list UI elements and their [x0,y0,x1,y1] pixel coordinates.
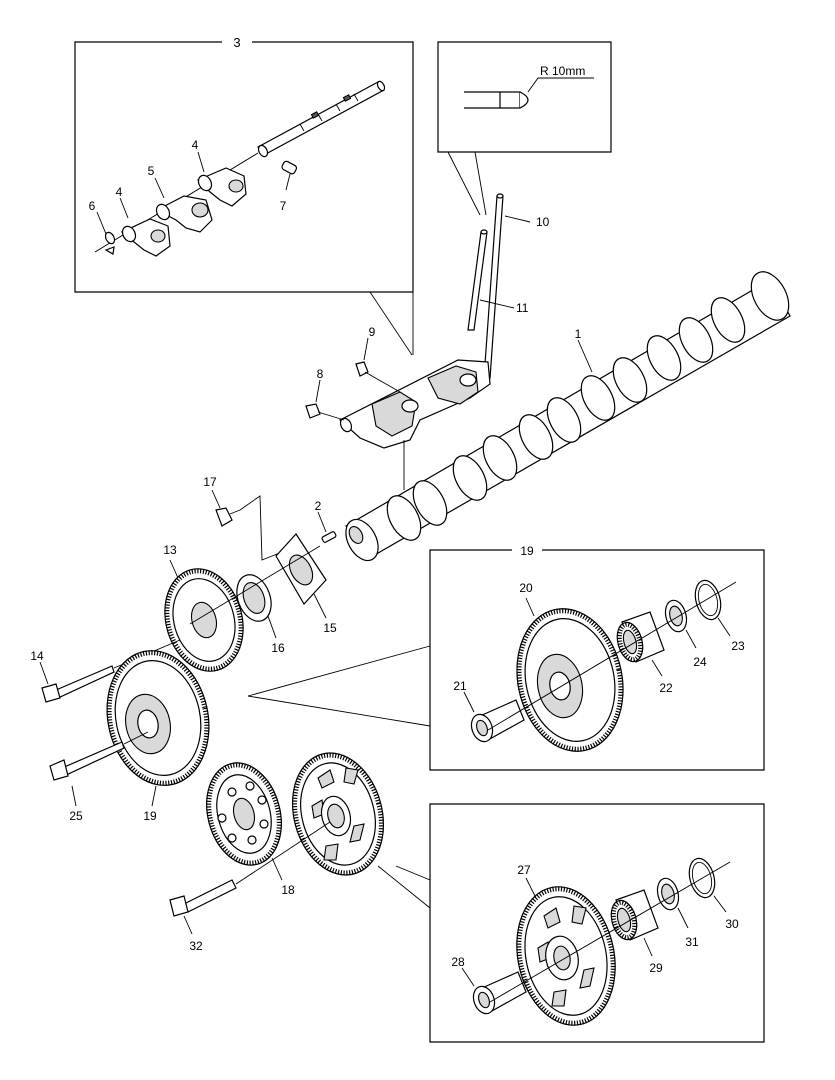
callout-27: 27 [517,863,531,877]
rocker-arm-middle [155,195,213,233]
callout-4a: 4 [192,138,199,152]
bolt-32: 32 [169,821,331,953]
bushing-21: 21 [453,679,525,743]
pushrod-10: 10 [483,193,550,379]
detail-box-rocker-shaft: 3 7 [74,35,414,356]
plug-7: 7 [280,160,298,213]
callout-7: 7 [280,199,287,213]
rocker-assembly [338,359,491,490]
pushrod-11: 11 [467,229,529,331]
callout-16: 16 [271,641,285,655]
callout-30: 30 [725,917,739,931]
spacer-16: 16 [236,574,285,655]
callout-1: 1 [575,327,582,341]
callout-24: 24 [693,655,707,669]
pushrod-end-detail [464,91,529,109]
callout-22: 22 [659,681,673,695]
bolt-8: 8 [305,367,345,421]
callout-28: 28 [451,955,465,969]
bolt-14: 14 [30,639,181,703]
callout-19b: 19 [520,544,534,558]
bushing-28: 28 [451,955,527,1015]
callout-25: 25 [69,809,83,823]
callout-10: 10 [536,215,550,229]
bolt-25: 25 [49,731,149,823]
callout-13: 13 [163,543,177,557]
idler-gear-19: 19 [106,645,431,823]
gear-27: 27 [516,863,616,1026]
detail-box-27: 27 28 29 31 30 [429,803,765,1043]
callout-5: 5 [148,164,155,178]
gear-plate-18: 18 [206,762,295,897]
callout-14: 14 [30,649,44,663]
snap-ring-6: 6 [89,199,116,255]
callout-3: 3 [233,35,240,50]
rocker-arm-lower [120,218,171,257]
callout-4b: 4 [116,185,123,199]
callout-2: 2 [315,499,322,513]
callout-9: 9 [369,325,376,339]
rocker-arm-upper [196,167,247,207]
detail-box-19: 19 20 21 22 24 [429,544,765,771]
detail-box-pushrod-end: R 10mm [437,41,612,216]
callout-23: 23 [731,639,745,653]
bolt-9: 9 [355,325,401,393]
gear-20: 20 [516,581,624,752]
callout-17: 17 [203,475,217,489]
callout-32: 32 [189,939,203,953]
dowel-pin-2: 2 [315,499,337,543]
callout-19a: 19 [143,809,157,823]
callout-18: 18 [281,883,295,897]
gear-27-assembly [291,752,431,909]
callout-20: 20 [519,581,533,595]
snap-ring-30: 30 [688,857,739,931]
callout-29: 29 [649,961,663,975]
bolt-17: 17 [203,475,283,561]
camshaft-gear-13: 13 [163,543,244,672]
callout-8: 8 [317,367,324,381]
callout-31: 31 [685,935,699,949]
callout-11: 11 [516,301,529,315]
washer-31: 31 [656,877,699,949]
callout-15: 15 [323,621,337,635]
bearing-29: 29 [610,889,663,975]
thrust-plate-15: 15 [275,533,337,635]
callout-6: 6 [89,199,96,213]
detail-note: R 10mm [540,64,585,78]
callout-21: 21 [453,679,467,693]
snap-ring-23: 23 [694,579,745,653]
camshaft-1: 1 [345,271,791,562]
